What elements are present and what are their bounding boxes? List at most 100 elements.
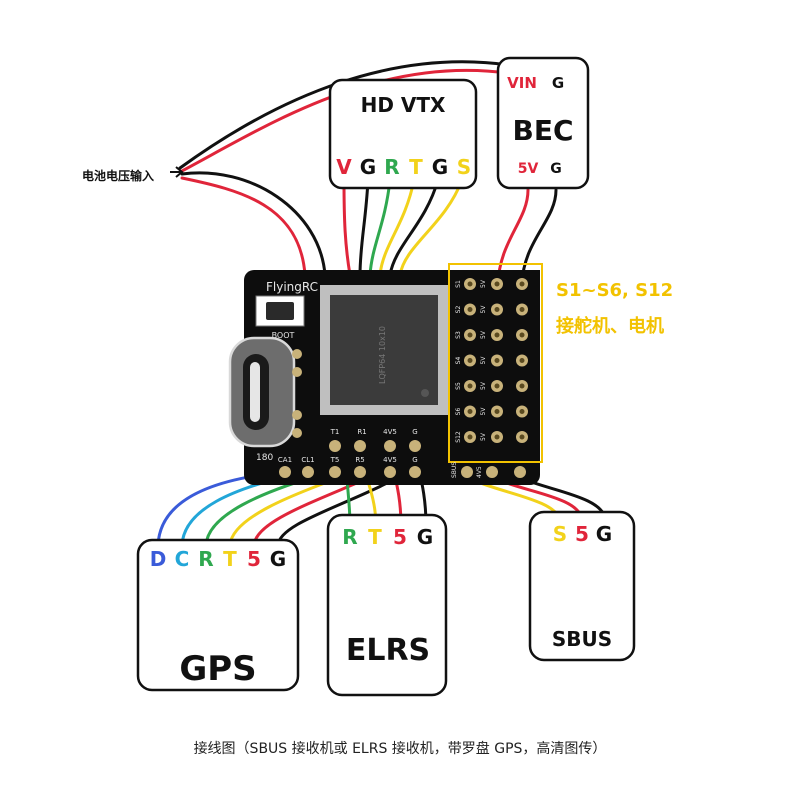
servo-pad-hole-s1-1	[494, 281, 500, 287]
servo-pad-hole-s3-1	[494, 332, 500, 338]
gps-title: GPS	[179, 649, 256, 689]
servo-header-rows: S1 5V S2 5V S3 5V S4 5V S5 5V S6 5V S12 5V	[455, 278, 528, 443]
servo-pad-hole-s3-2	[519, 332, 525, 338]
pad-t5: T5	[330, 456, 340, 464]
servo-pad-hole-s4-1	[494, 358, 500, 363]
sbus-4v5-label: 4V5	[476, 466, 483, 478]
servo-row-label-s4: S4	[455, 357, 462, 365]
wire-vtx-r	[368, 178, 392, 277]
servo-pad-hole-s5-1	[494, 383, 500, 389]
battery-input-label: 电池电压输入	[82, 168, 154, 183]
pad-t1: T1	[330, 428, 340, 436]
board-left-mark: 180	[256, 453, 273, 463]
servo-note-line2: 接舵机、电机	[556, 315, 664, 337]
sbus-pad-row	[461, 466, 526, 478]
hd-vtx-pin-2: R	[384, 155, 399, 179]
servo-pad-hole-s5-0	[467, 383, 473, 389]
bec-g-top-pin: G	[552, 74, 564, 92]
wire-battery-to-fc-black	[180, 171, 327, 277]
servo-row-5v-label-2: 5V	[480, 330, 487, 339]
hd-vtx-pin-0: V	[336, 155, 352, 179]
bec-title: BEC	[512, 114, 573, 147]
servo-pad-hole-s1-2	[519, 281, 525, 287]
servo-row-5v-label-3: 5V	[480, 356, 487, 365]
gps-pin-0: D	[150, 547, 167, 571]
wire-vtx-s	[398, 178, 464, 277]
gps-pin-2: R	[198, 547, 213, 571]
servo-row-5v-label-1: 5V	[480, 305, 487, 314]
bottom-pad-row	[279, 466, 421, 478]
bec-g-bottom-pin: G	[550, 161, 562, 177]
servo-pad-hole-s4-2	[519, 358, 525, 363]
servo-row-5v-label-5: 5V	[480, 407, 487, 416]
flight-controller-board: FlyingRC BOOT 180 LQFP64 10x10 T1 R1 4V5…	[228, 263, 543, 485]
elrs-pin-1: T	[368, 525, 382, 549]
sbus-pin-0: S	[553, 522, 567, 546]
wire-battery-red	[178, 68, 522, 174]
pad-4v5-top: 4V5	[383, 428, 397, 436]
servo-row-5v-label-6: 5V	[480, 432, 487, 441]
servo-row-label-s2: S2	[455, 306, 462, 314]
sbus-pin-1: 5	[575, 522, 589, 546]
elrs-title: ELRS	[346, 633, 430, 668]
servo-row-5v-label-0: 5V	[480, 279, 487, 288]
pad-ca1: CA1	[278, 456, 292, 464]
sbus-pad-label: SBUS	[451, 462, 458, 478]
pad-g-top: G	[412, 428, 417, 436]
servo-row-label-s5: S5	[455, 382, 462, 390]
wire-battery-to-fc-red	[180, 176, 307, 277]
servo-row-label-s1: S1	[455, 280, 462, 288]
servo-note-line1: S1~S6, S12	[556, 280, 673, 301]
pad-g-bottom: G	[412, 456, 417, 464]
servo-pad-hole-s2-1	[494, 307, 500, 312]
hd-vtx-pin-1: G	[360, 155, 376, 179]
bec-box: VIN G BEC 5V G	[496, 56, 590, 190]
gps-pin-1: C	[175, 547, 190, 571]
wire-vtx-v	[342, 178, 352, 277]
sbus-pin-2: G	[596, 522, 612, 546]
top-pad-row	[329, 440, 421, 452]
servo-pad-hole-s6-2	[519, 409, 525, 414]
servo-pad-hole-s12-1	[494, 434, 500, 440]
mcu-chip	[330, 295, 438, 405]
servo-pad-hole-s6-0	[467, 409, 473, 414]
pad-4v5-bottom: 4V5	[383, 456, 397, 464]
servo-pad-hole-s12-2	[519, 434, 525, 440]
hd-vtx-pin-3: T	[409, 155, 423, 179]
servo-row-label-s3: S3	[455, 331, 462, 339]
servo-row-5v-label-4: 5V	[480, 381, 487, 390]
gps-pin-3: T	[223, 547, 237, 571]
diagram-caption: 接线图（SBUS 接收机或 ELRS 接收机，带罗盘 GPS，高清图传）	[193, 741, 607, 757]
servo-pad-hole-s6-1	[494, 409, 500, 414]
elrs-pin-3: G	[417, 525, 433, 549]
elrs-pin-2: 5	[393, 525, 407, 549]
elrs-pin-0: R	[342, 525, 357, 549]
sbus-title: SBUS	[552, 627, 612, 651]
battery-arrow-icon	[170, 166, 184, 178]
hd-vtx-pin-5: S	[457, 155, 471, 179]
servo-row-label-s12: S12	[455, 431, 462, 443]
gps-pin-4: 5	[247, 547, 261, 571]
boot-label: BOOT	[272, 331, 295, 340]
hd-vtx-pin-4: G	[432, 155, 448, 179]
servo-highlight-frame	[448, 263, 543, 463]
board-brand: FlyingRC	[266, 280, 318, 294]
servo-pad-hole-s4-0	[467, 358, 473, 363]
gps-pin-5: G	[270, 547, 286, 571]
pad-r5: R5	[355, 456, 364, 464]
servo-pad-hole-s5-2	[519, 383, 525, 389]
bec-5v-pin: 5V	[518, 161, 539, 177]
servo-pad-hole-s3-0	[467, 332, 473, 338]
bec-vin-pin: VIN	[507, 74, 537, 92]
wire-vtx-g	[358, 178, 370, 277]
mcu-chip-marking: LQFP64 10x10	[378, 326, 387, 384]
servo-pad-hole-s1-0	[467, 281, 473, 287]
servo-pad-hole-s2-2	[519, 307, 525, 312]
pad-r1: R1	[357, 428, 366, 436]
servo-row-label-s6: S6	[455, 408, 462, 416]
